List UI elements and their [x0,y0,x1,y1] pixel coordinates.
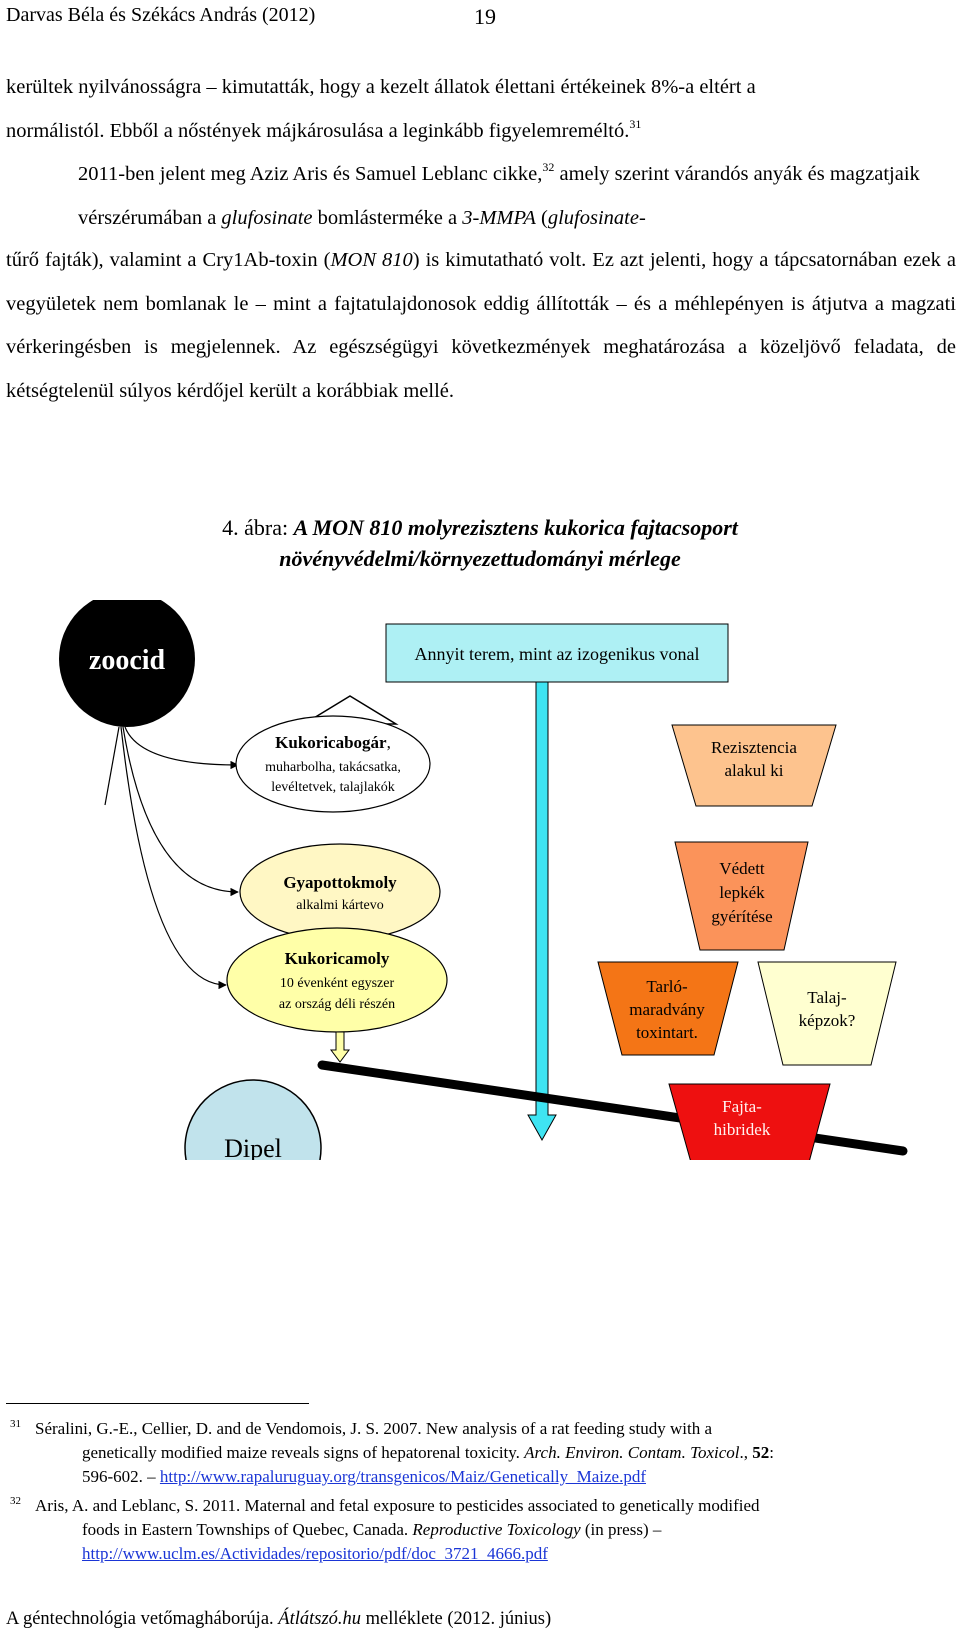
paragraph-2-rest: tűrő fajták), valamint a Cry1Ab-toxin (M… [6,249,956,402]
svg-text:alakul ki: alakul ki [724,761,783,780]
body-text: kerültek nyilvánosságra – kimutatták, ho… [6,66,956,240]
talaj-box [757,961,897,1066]
paragraph-1: kerültek nyilvánosságra – kimutatták, ho… [6,76,756,142]
curve-arrow-4 [104,726,120,806]
footnote-ref-32: 32 [542,160,555,174]
figure-caption: 4. ábra: A MON 810 molyrezisztens kukori… [222,515,738,571]
paragraph-2: 2011-ben jelent meg Aziz Aris és Samuel … [78,160,920,229]
zoocid-circle [59,600,195,727]
svg-text:gyérítése: gyérítése [711,907,772,926]
dipel-label: Dipel [224,1134,282,1160]
svg-text:Rezisztencia: Rezisztencia [711,738,797,757]
small-down-arrow [330,1031,350,1063]
footnote-separator [6,1403,309,1404]
kukoricabogar-ellipse [235,715,431,813]
svg-text:Gyapottokmoly: Gyapottokmoly [283,873,397,892]
svg-text:muharbolha, takácsatka,: muharbolha, takácsatka, [265,760,401,775]
curve-arrow-1 [124,726,239,770]
svg-text:Kukoricamoly: Kukoricamoly [285,949,390,968]
curve-arrow-2 [122,726,239,897]
svg-text:Védett: Védett [719,859,765,878]
svg-text:maradvány: maradvány [629,1000,705,1019]
gyapottokmoly-ellipse [239,843,441,941]
cyan-down-arrow [527,681,557,1142]
top-yield-label: Annyit terem, mint az izogenikus vonal [415,644,700,664]
svg-text:Kukoricabogár,: Kukoricabogár, [275,733,391,752]
top-yield-box [385,623,729,683]
svg-text:alkalmi kártevo: alkalmi kártevo [296,898,383,913]
page-number: 19 [474,4,496,29]
running-header-authors: Darvas Béla és Székács András (2012) [6,4,316,26]
svg-text:az ország déli részén: az ország déli részén [279,997,395,1012]
curve-arrow-3 [120,726,227,990]
fajta-box [668,1083,831,1160]
dipel-circle [184,1079,322,1160]
balance-diagram: zoocid Annyit terem, mint az izogenikus … [59,600,908,1160]
svg-text:Fajta-: Fajta- [722,1097,762,1116]
svg-text:levéltetvek, talajlakók: levéltetvek, talajlakók [271,780,395,795]
svg-text:10 évenként egyszer: 10 évenként egyszer [280,976,395,991]
rezisztencia-box [671,724,837,807]
svg-text:hibridek: hibridek [714,1120,771,1139]
zoocid-label: zoocid [89,645,166,676]
svg-text:toxintart.: toxintart. [636,1023,698,1042]
svg-text:Talaj-: Talaj- [807,988,847,1007]
footnote-31-link[interactable]: http://www.rapaluruguay.org/transgenicos… [159,1467,647,1486]
svg-text:képzok?: képzok? [799,1011,856,1030]
footnote-ref-31: 31 [629,116,642,131]
svg-text:Tarló-: Tarló- [646,977,688,996]
vedett-box [674,841,809,951]
tarlo-box [597,961,739,1056]
svg-text:lepkék: lepkék [719,883,765,902]
page-footer: A géntechnológia vetőmagháborúja. Átláts… [6,1609,552,1629]
footnote-32-link[interactable]: http://www.uclm.es/Actividades/repositor… [82,1544,548,1563]
